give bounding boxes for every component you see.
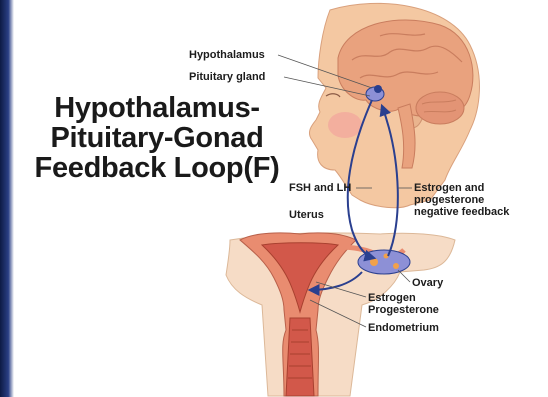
label-negative-feedback: Estrogen and progesterone negative feedb… [414,182,509,218]
label-endometrium: Endometrium [368,322,439,334]
label-pituitary-gland: Pituitary gland [189,71,265,83]
label-line: Estrogen [368,292,439,304]
label-line: negative feedback [414,206,509,218]
cerebellum [416,92,464,124]
label-uterus: Uterus [289,209,324,221]
label-line: progesterone [414,194,509,206]
label-hypothalamus: Hypothalamus [189,49,265,61]
title-line: Feedback Loop(F) [32,153,282,183]
title-line: Hypothalamus- [32,93,282,123]
label-fsh-lh: FSH and LH [289,182,351,194]
hypothalamus-spot [374,85,382,93]
label-ovary: Ovary [412,277,443,289]
cheek [328,112,362,138]
title-line: Pituitary-Gonad [32,123,282,153]
label-hormones: Estrogen Progesterone [368,292,439,316]
label-line: Progesterone [368,304,439,316]
label-line: Estrogen and [414,182,509,194]
diagram-title: Hypothalamus- Pituitary-Gonad Feedback L… [32,93,282,183]
